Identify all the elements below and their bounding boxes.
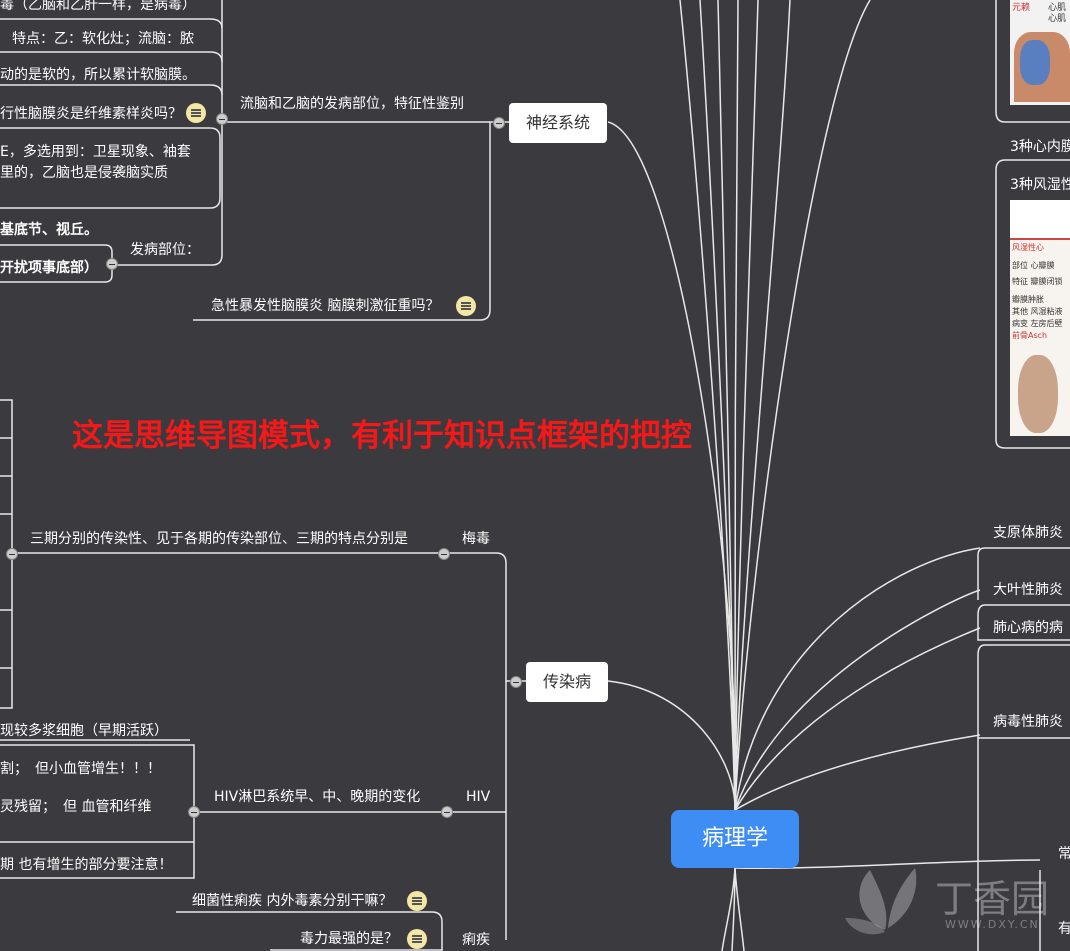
hiv-leaf[interactable]: 割； 但小血管增生！！！ [0, 761, 161, 777]
table-cell-text: 瓣膜肿胀 [1012, 295, 1044, 304]
neuro-leaf[interactable]: 特点：乙：软化灶；流脑：脓 [12, 31, 194, 47]
right-item[interactable]: 3种风湿性 [1010, 177, 1070, 193]
onset-label[interactable]: 发病部位： [130, 242, 200, 258]
syphilis-label[interactable]: 梅毒 [462, 531, 490, 547]
neuro-leaf[interactable]: 毒（乙脑和乙肝一样，是病毒） [0, 0, 196, 13]
collapse-toggle-icon[interactable] [441, 806, 453, 818]
hiv-label[interactable]: HIV [466, 789, 491, 805]
right-item[interactable]: 3种心内膜 [1010, 139, 1070, 155]
table-cell-text: 其他 风湿粘液 [1012, 307, 1063, 316]
neuro-leaf[interactable]: 行性脑膜炎是纤维素样炎吗？ [0, 106, 182, 122]
collapse-toggle-icon[interactable] [510, 676, 522, 688]
hiv-branch-label[interactable]: HIV淋巴系统早、中、晚期的变化 [214, 789, 421, 805]
dysentery-label[interactable]: 痢疾 [462, 932, 490, 948]
right-item[interactable]: 支原体肺炎 [993, 525, 1063, 541]
neuro-leaf[interactable]: 开扰项事底部） [0, 260, 98, 276]
table-cell-text: 前骨Asch [1012, 331, 1048, 340]
anatomy-figure-detail [1020, 40, 1050, 85]
watermark-url: WWW.DXY.CN [945, 918, 1040, 931]
table-cell-text: 风湿性心 [1012, 243, 1044, 252]
collapse-toggle-icon[interactable] [493, 117, 505, 129]
hiv-leaf[interactable]: 期 也有增生的部分要注意！ [0, 857, 173, 873]
table-cell-text: 特征 瓣膜闭锁 [1012, 277, 1063, 286]
right-item[interactable]: 肺心病的病 [993, 620, 1063, 636]
note-icon[interactable] [186, 103, 206, 123]
neuro-leaf[interactable]: 里的，乙脑也是侵袭脑实质 [0, 165, 168, 181]
neuro-leaf[interactable]: 动的是软的，所以累计软脑膜。 [0, 67, 196, 83]
infect-hub-node[interactable]: 传染病 [526, 662, 608, 702]
hiv-leaf[interactable]: 灵残留； 但 血管和纤维 [0, 799, 152, 815]
table-cell-text: 元赖 [1012, 3, 1031, 13]
note-icon[interactable] [456, 296, 476, 316]
table-cell-text: 部位 心瓣膜 [1012, 261, 1055, 270]
note-icon[interactable] [407, 891, 427, 911]
right-item[interactable]: 有 [1058, 921, 1070, 937]
collapse-toggle-icon[interactable] [188, 806, 200, 818]
collapse-toggle-icon[interactable] [216, 113, 228, 125]
right-item[interactable]: 病毒性肺炎 [993, 714, 1063, 730]
right-item[interactable]: 常 [1058, 846, 1070, 862]
hiv-leaf[interactable]: 现较多浆细胞（早期活跃） [0, 723, 168, 739]
anatomy-figure [1018, 355, 1058, 433]
medical-image-thumb: 元赖 心肌 心肌 [1010, 0, 1070, 105]
neuro-bottom-leaf[interactable]: 急性暴发性脑膜炎 脑膜刺激征重吗？ [211, 298, 440, 314]
note-icon[interactable] [407, 929, 427, 949]
collapse-toggle-icon[interactable] [106, 258, 118, 270]
leaf-logo-icon [845, 868, 917, 935]
neuro-hub-node[interactable]: 神经系统 [509, 103, 607, 143]
neuro-leaf[interactable]: 基底节、视丘。 [0, 222, 98, 238]
neuro-leaf[interactable]: E，多选用到：卫星现象、袖套 [0, 144, 191, 160]
annotation-banner: 这是思维导图模式，有利于知识点框架的把控 [72, 418, 692, 454]
collapse-toggle-icon[interactable] [6, 548, 18, 560]
dysentery-leaf[interactable]: 细菌性痢疾 内外毒素分别干嘛？ [192, 893, 393, 909]
root-node[interactable]: 病理学 [671, 810, 799, 868]
right-item[interactable]: 大叶性肺炎 [993, 582, 1063, 598]
table-cell-text: 病变 左房后壁 [1012, 319, 1063, 328]
table-cell-text: 心肌 [1048, 3, 1067, 13]
rheumatic-table-image: 风湿性心 部位 心瓣膜 特征 瓣膜闭锁 瓣膜肿胀 其他 风湿粘液 病变 左房后壁… [1010, 200, 1070, 436]
table-cell-text: 心肌 [1048, 14, 1067, 24]
neuro-branch-label[interactable]: 流脑和乙脑的发病部位，特征性鉴别 [240, 96, 464, 112]
collapse-toggle-icon[interactable] [438, 548, 450, 560]
watermark-text: 丁香园 [935, 877, 1050, 921]
dxy-watermark: 丁香园 WWW.DXY.CN [840, 860, 1049, 944]
syphilis-branch-label[interactable]: 三期分别的传染性、见于各期的传染部位、三期的特点分别是 [30, 531, 408, 547]
dysentery-leaf[interactable]: 毒力最强的是？ [300, 931, 398, 947]
